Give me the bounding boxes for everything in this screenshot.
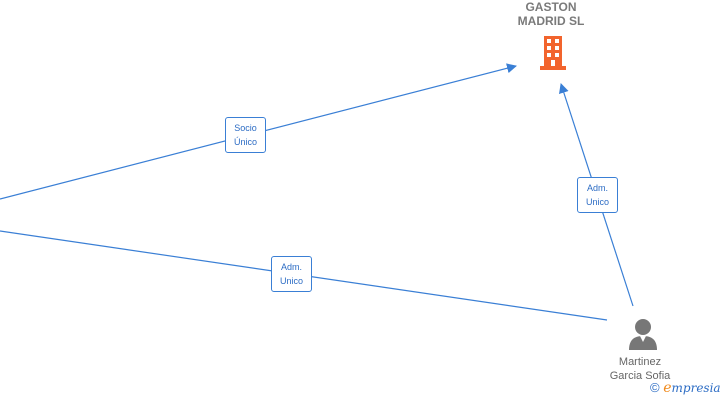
copyright-icon: © [650, 380, 660, 395]
brand-logo-initial: e [663, 380, 672, 396]
person-icon[interactable] [628, 318, 658, 350]
edge-label-socio-unico: Socio Único [225, 117, 266, 153]
edge-label-adm-unico-left: Adm. Unico [271, 256, 312, 292]
edge-label-adm-unico-left-line2: Unico [279, 276, 303, 286]
edge-label-socio-unico-line2: Único [233, 137, 257, 147]
building-icon[interactable] [538, 36, 568, 70]
person-name-line1: Martinez [618, 356, 662, 368]
person-name-line2: Garcia Sofia [609, 370, 671, 382]
brand-logo-text: mpresia [671, 381, 721, 395]
company-name-line2: MADRID SL [517, 14, 585, 28]
edge-label-adm-unico-company: Adm. Unico [577, 177, 618, 213]
company-name-line1: GASTON [525, 0, 577, 14]
edge-label-socio-unico-line1: Socio [234, 123, 257, 133]
person-name[interactable]: Martinez Garcia Sofia [590, 355, 690, 383]
edge-label-adm-unico-left-line1: Adm. [280, 262, 302, 272]
company-name[interactable]: GASTON MADRID SL [496, 0, 606, 28]
edge-label-adm-unico-company-line1: Adm. [586, 183, 608, 193]
watermark: © empresia [650, 380, 721, 396]
edge-label-adm-unico-company-line2: Unico [585, 197, 609, 207]
